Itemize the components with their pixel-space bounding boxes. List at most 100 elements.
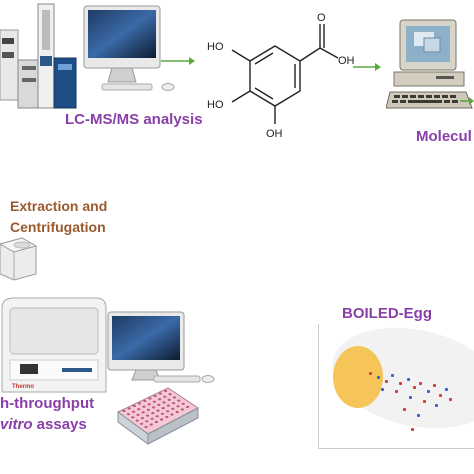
well	[164, 389, 168, 393]
well	[166, 404, 170, 407]
egg-plot-point	[409, 396, 412, 399]
egg-plot-point	[399, 382, 402, 385]
htp-label-line1: h-throughput	[0, 395, 95, 412]
well	[175, 410, 179, 414]
atom-label: HO	[207, 41, 224, 53]
well	[177, 399, 181, 402]
atom-label: OH	[338, 55, 355, 67]
egg-plot-point	[381, 388, 384, 391]
green-arrow-icon	[353, 63, 381, 71]
well	[138, 402, 142, 405]
brand-label: Thermo	[12, 384, 34, 390]
extraction-label-line2: Centrifugation	[10, 219, 106, 235]
well	[122, 409, 126, 413]
well	[180, 408, 184, 411]
well	[168, 393, 172, 396]
well	[158, 398, 162, 401]
egg-yolk-region	[333, 346, 383, 408]
egg-plot-point	[427, 390, 430, 393]
well	[145, 420, 149, 423]
well	[165, 415, 169, 419]
well	[152, 400, 156, 403]
well	[154, 420, 158, 424]
htp-rest: assays	[32, 416, 87, 433]
gallic-acid-structure-icon: HO HO OH O OH	[207, 12, 355, 140]
green-arrow-icon	[161, 57, 195, 65]
egg-plot-point	[385, 380, 388, 383]
molecular-label: Molecul	[416, 128, 472, 145]
boiled-egg-label: BOILED-Egg	[342, 305, 432, 322]
egg-plot-point	[377, 376, 380, 379]
well	[146, 408, 150, 411]
well	[162, 401, 166, 404]
well	[158, 392, 162, 395]
htp-label-line2: vitro assays	[0, 415, 87, 435]
egg-plot-point	[419, 382, 422, 385]
plate-reader-icon: Thermo	[1, 297, 107, 393]
well	[142, 405, 146, 408]
well	[151, 412, 155, 415]
green-arrow-icon	[460, 97, 474, 105]
well	[172, 396, 176, 399]
well	[132, 410, 136, 413]
lcms-instrument-icon	[0, 3, 77, 109]
well	[141, 411, 145, 414]
well	[160, 412, 164, 415]
egg-plot-point	[449, 398, 452, 401]
well	[150, 417, 154, 420]
well	[146, 414, 150, 417]
well	[153, 394, 157, 398]
centrifuge-icon	[0, 237, 38, 281]
well	[137, 408, 141, 411]
well	[147, 403, 151, 406]
well	[167, 398, 171, 401]
well	[181, 402, 185, 405]
well	[144, 425, 148, 429]
desktop-computer-icon	[386, 19, 473, 109]
well	[126, 413, 130, 416]
imac-computer-icon	[83, 5, 175, 91]
well	[186, 405, 190, 409]
egg-plot-point	[403, 408, 406, 411]
atom-label: HO	[207, 99, 224, 111]
lcms-label: LC-MS/MS analysis	[65, 111, 203, 128]
egg-plot-point	[445, 388, 448, 391]
well	[161, 407, 165, 410]
well	[156, 409, 160, 412]
well	[148, 397, 152, 400]
well-plate-icon	[117, 387, 199, 445]
well	[143, 399, 147, 403]
well	[152, 406, 156, 409]
well	[160, 418, 164, 421]
well	[170, 413, 174, 416]
egg-plot-point	[407, 378, 410, 381]
egg-plot-point	[423, 400, 426, 403]
egg-plot-point	[391, 374, 394, 377]
well	[176, 405, 180, 408]
egg-plot-point	[369, 372, 372, 375]
well	[136, 413, 140, 416]
egg-plot-point	[395, 390, 398, 393]
egg-plot-point	[417, 414, 420, 417]
well	[172, 402, 176, 405]
well	[140, 422, 144, 425]
well	[163, 395, 167, 398]
atom-label: OH	[266, 128, 283, 140]
well	[131, 416, 135, 419]
well	[157, 403, 161, 406]
egg-plot-point	[435, 404, 438, 407]
well	[166, 410, 170, 413]
htp-italic-word: vitro	[0, 416, 33, 433]
egg-plot-point	[439, 394, 442, 397]
well	[140, 417, 144, 420]
well	[127, 407, 131, 410]
egg-plot-point	[433, 384, 436, 387]
well	[171, 407, 175, 410]
well	[132, 404, 136, 408]
atom-label: O	[317, 12, 326, 24]
egg-plot-point	[411, 428, 414, 431]
well	[135, 419, 139, 422]
well	[155, 415, 159, 418]
imac-computer-icon	[107, 311, 215, 383]
extraction-label-line1: Extraction and	[10, 198, 108, 214]
